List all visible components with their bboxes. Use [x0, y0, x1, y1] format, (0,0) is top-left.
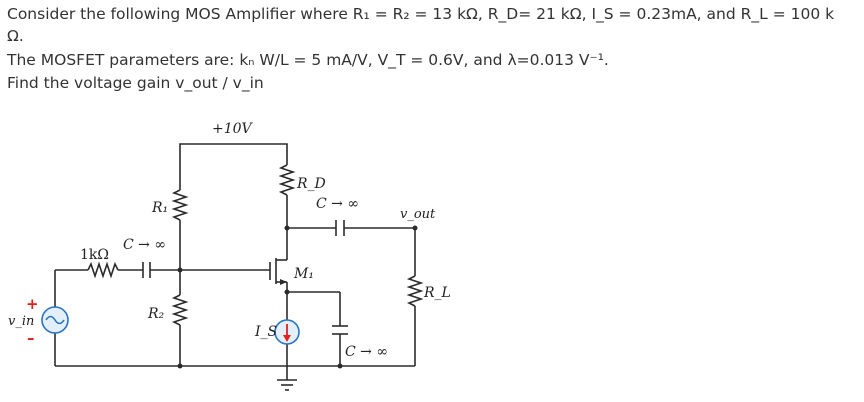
c-s-label: C → ∞	[345, 344, 388, 360]
supply-label: +10V	[212, 121, 254, 137]
r1-resistor	[171, 189, 189, 221]
m1-label: M₁	[293, 266, 314, 282]
m1-source-arrow	[280, 279, 287, 285]
rs-label: 1kΩ	[80, 247, 109, 263]
r1-label: R₁	[151, 200, 168, 216]
capacitors	[142, 220, 348, 335]
wires	[54, 143, 424, 380]
rl-label: R_L	[423, 285, 451, 301]
current-arrow-icon	[283, 335, 291, 342]
rd-label: R_D	[296, 176, 326, 192]
question-line-4: Find the voltage gain v_out / v_in	[7, 74, 264, 92]
is-label: I_S	[254, 324, 277, 340]
supply-rail	[179, 143, 288, 190]
c-in-label: C → ∞	[123, 237, 166, 253]
question-line-2: Ω.	[7, 27, 24, 45]
question-line-3: The MOSFET parameters are: kₙ W/L = 5 mA…	[7, 51, 609, 69]
question-line-1: Consider the following MOS Amplifier whe…	[7, 5, 835, 23]
rl-resistor	[406, 275, 424, 307]
rs-resistor	[87, 261, 119, 279]
c-out-label: C → ∞	[316, 196, 359, 212]
sine-wave-icon	[45, 315, 65, 325]
rd-resistor	[278, 164, 296, 196]
junction-dots	[177, 225, 418, 369]
plus-sign: +	[26, 295, 39, 313]
r2-label: R₂	[147, 306, 165, 322]
vout-label: v_out	[400, 207, 436, 222]
vin-label: v_in	[8, 314, 34, 329]
r2-resistor	[171, 294, 189, 326]
ground-icon	[277, 379, 297, 391]
minus-sign: –	[27, 329, 35, 347]
